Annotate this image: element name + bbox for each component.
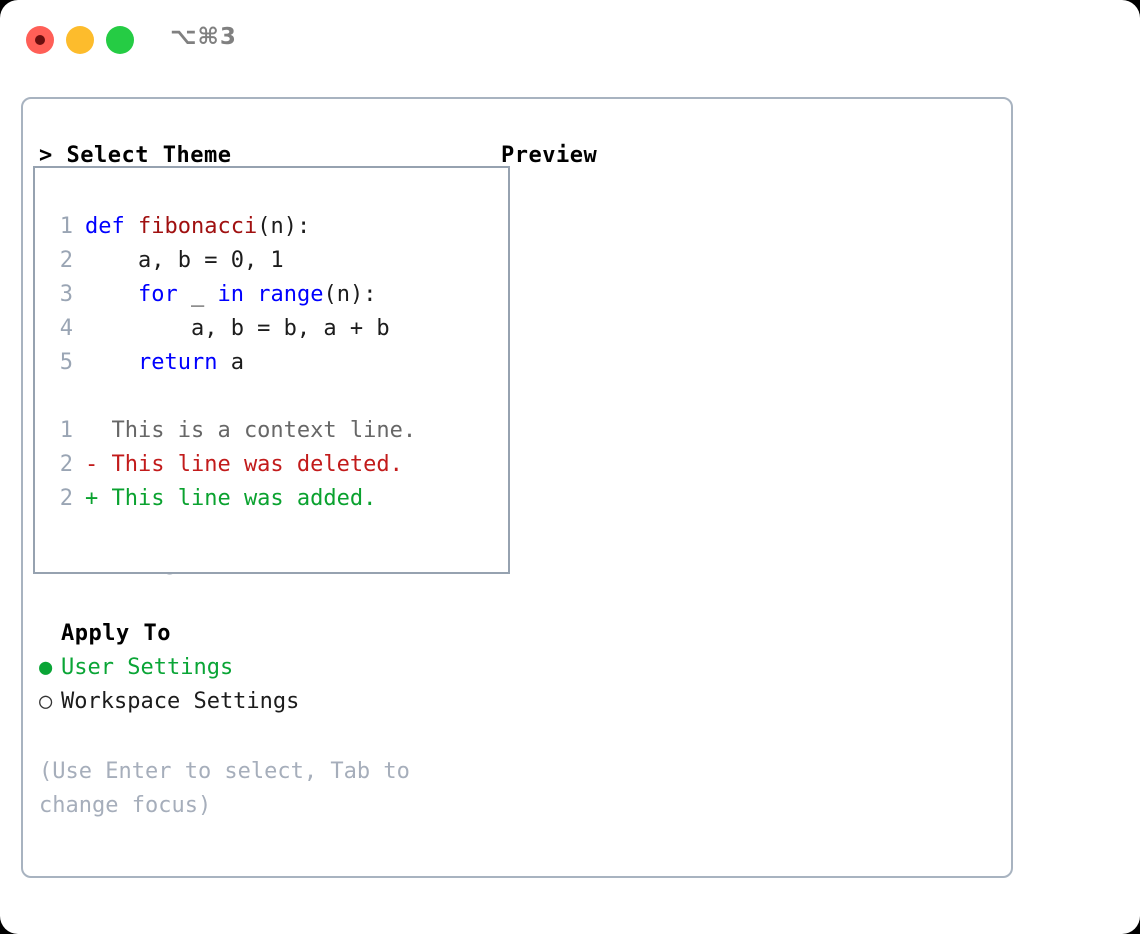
diff-preview: 1 This is a context line. 2 - This line wa… bbox=[43, 414, 416, 516]
select-theme-header-label: Select Theme bbox=[66, 143, 232, 168]
keyboard-shortcut-label: ⌥⌘3 bbox=[170, 24, 237, 50]
apply-to-option-label: Workspace Settings bbox=[61, 689, 300, 714]
select-theme-header: > Select Theme bbox=[39, 139, 469, 173]
title-bar: ⌥⌘3 bbox=[0, 0, 1140, 80]
minimize-button[interactable] bbox=[66, 26, 94, 54]
diff-line: 2 - This line was deleted. bbox=[43, 448, 416, 482]
preview-column: Preview bbox=[501, 139, 597, 173]
maximize-button[interactable] bbox=[106, 26, 134, 54]
close-button[interactable] bbox=[26, 26, 54, 54]
code-token: a bbox=[217, 350, 244, 375]
apply-to-option-label: User Settings bbox=[61, 655, 234, 680]
code-line: 3 for _ in range(n): bbox=[43, 278, 390, 312]
apply-to-section: Apply To ● User Settings ○ Workspace Settin… bbox=[39, 617, 469, 719]
code-token bbox=[85, 350, 138, 375]
code-token: def bbox=[85, 214, 138, 239]
code-token: for bbox=[137, 282, 178, 307]
diff-line-text: + This line was added. bbox=[85, 486, 377, 511]
prompt-caret-icon: > bbox=[39, 143, 53, 168]
radio-selected-icon: ● bbox=[39, 655, 53, 680]
line-number: 1 bbox=[59, 214, 73, 239]
line-number: 2 bbox=[59, 452, 73, 477]
apply-to-list: ● User Settings ○ Workspace Settings bbox=[39, 651, 469, 719]
code-line: 4 a, b = b, a + b bbox=[43, 312, 390, 346]
apply-to-option[interactable]: ● User Settings bbox=[39, 651, 469, 685]
apply-to-option[interactable]: ○ Workspace Settings bbox=[39, 685, 469, 719]
code-token: _ bbox=[177, 282, 218, 307]
code-token bbox=[244, 282, 257, 307]
diff-line-text: This is a context line. bbox=[85, 418, 417, 443]
line-number: 2 bbox=[59, 486, 73, 511]
apply-to-header: Apply To bbox=[61, 621, 171, 646]
code-line: 1 def fibonacci(n): bbox=[43, 210, 390, 244]
code-line: 5 return a bbox=[43, 346, 390, 380]
code-token: a, b = b, a + b bbox=[85, 316, 390, 341]
code-line: 2 a, b = 0, 1 bbox=[43, 244, 390, 278]
code-token: (n): bbox=[257, 214, 311, 239]
preview-title: Preview bbox=[501, 143, 598, 168]
theme-picker-panel: > Select Theme ○ANSIDark○Atom OneDark○Ay… bbox=[21, 97, 1013, 878]
line-number: 3 bbox=[59, 282, 73, 307]
line-number: 2 bbox=[59, 248, 73, 273]
line-number: 5 bbox=[59, 350, 73, 375]
code-token: fibonacci bbox=[137, 214, 258, 239]
diff-line: 1 This is a context line. bbox=[43, 414, 416, 448]
code-token: a, b = 0, 1 bbox=[85, 248, 284, 273]
diff-line: 2 + This line was added. bbox=[43, 482, 416, 516]
code-token bbox=[85, 282, 138, 307]
code-token: range bbox=[257, 282, 324, 307]
line-number: 1 bbox=[59, 418, 73, 443]
code-token: (n): bbox=[323, 282, 377, 307]
recording-indicator-icon bbox=[35, 35, 45, 45]
keyboard-hint-text: (Use Enter to select, Tab to change focu… bbox=[39, 759, 410, 818]
line-number: 4 bbox=[59, 316, 73, 341]
diff-line-text: - This line was deleted. bbox=[85, 452, 403, 477]
code-token: in bbox=[217, 282, 244, 307]
radio-unselected-icon: ○ bbox=[39, 689, 53, 714]
code-token: return bbox=[137, 350, 218, 375]
